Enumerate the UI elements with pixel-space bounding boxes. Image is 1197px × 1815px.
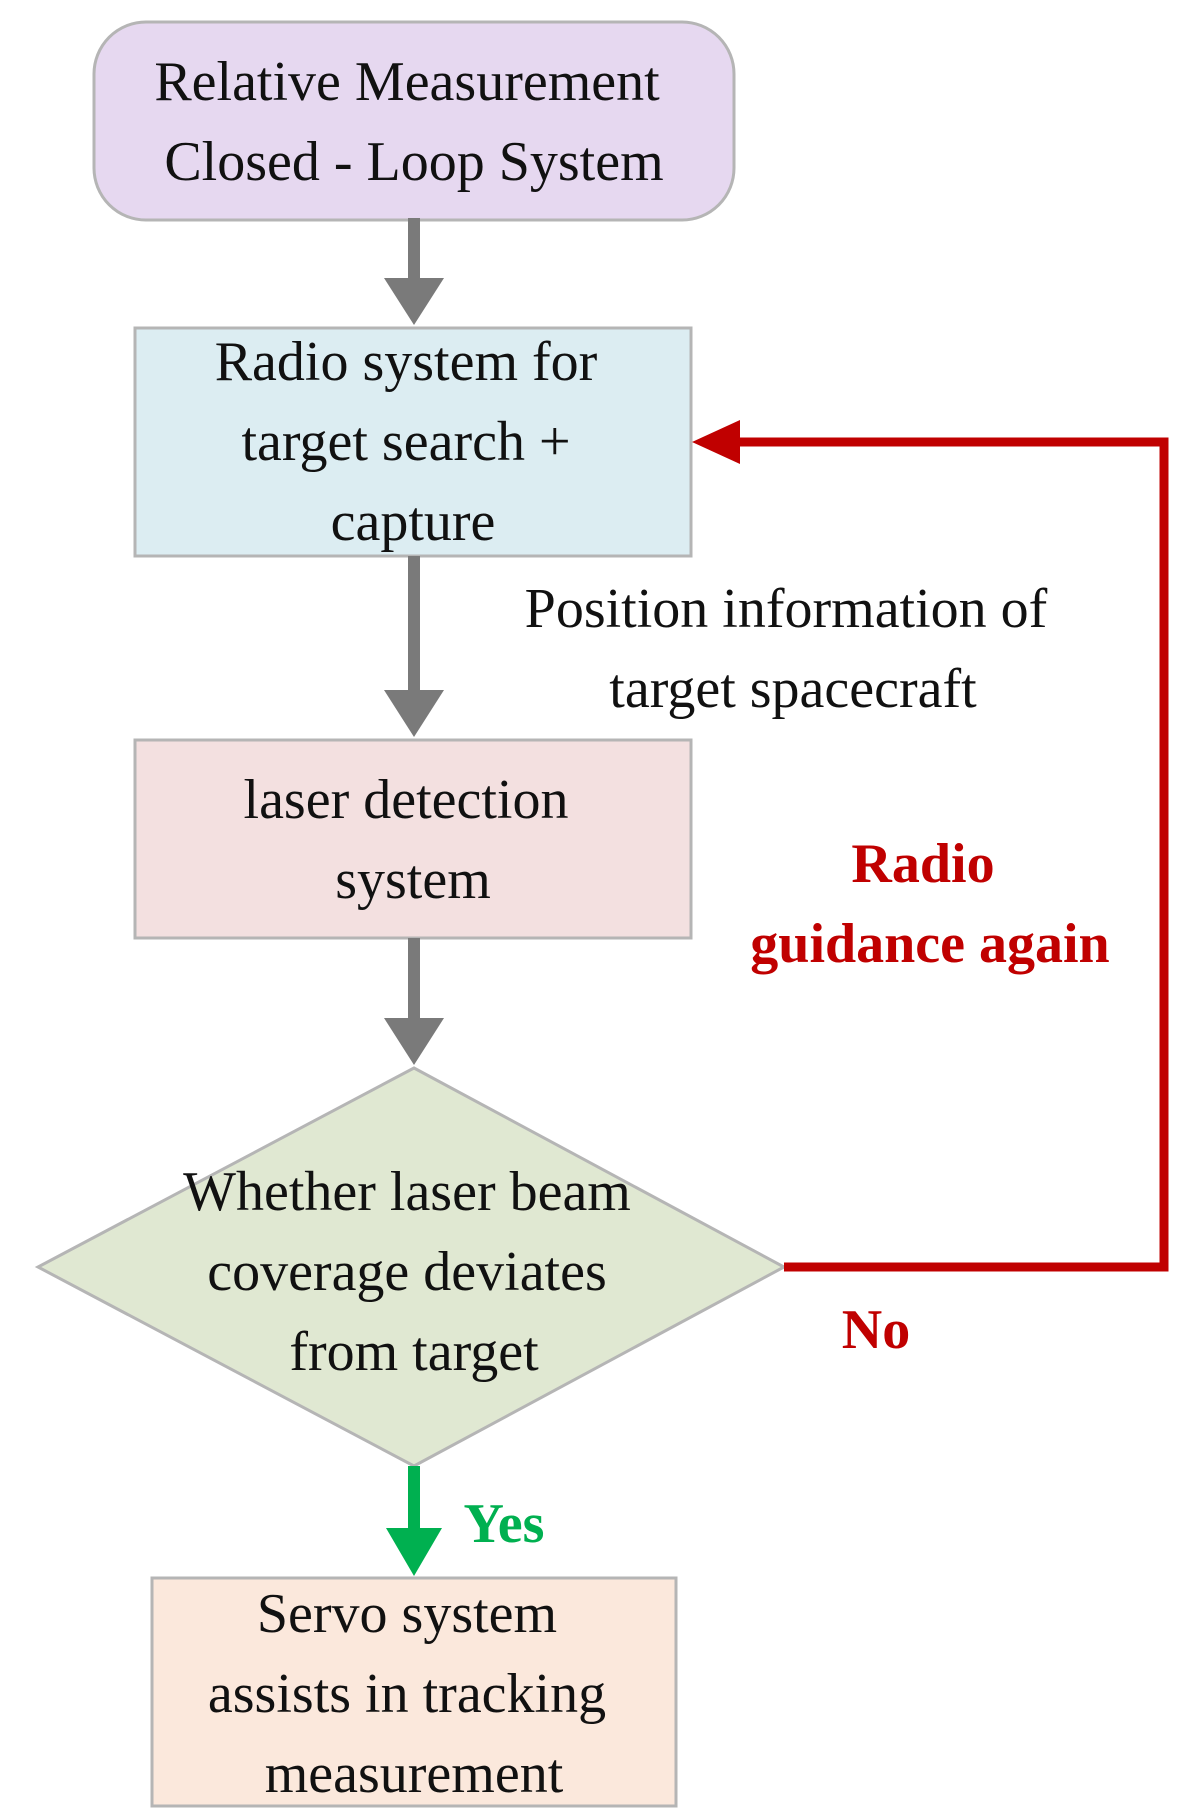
decision-node-line: from target	[289, 1321, 539, 1383]
no-label: No	[842, 1299, 910, 1361]
radio-node-line: capture	[331, 491, 496, 553]
radio-guidance-line: Radio	[851, 833, 994, 895]
position-info-label: Position information of target spacecraf…	[525, 578, 1062, 720]
decision-node-line: Whether laser beam	[183, 1161, 631, 1223]
feedback-loop-line	[738, 437, 1169, 1272]
yes-label: Yes	[464, 1493, 545, 1555]
start-node-text: Relative Measurement Closed - Loop Syste…	[154, 51, 673, 193]
radio-node-line: Radio system for	[215, 331, 598, 393]
feedback-arrow-head	[692, 420, 740, 464]
position-info-line: Position information of	[525, 578, 1048, 640]
start-node-line: Relative Measurement	[154, 51, 660, 113]
laser-detection-node-text: laser detection system	[244, 769, 583, 911]
arrow-head-laser-to-decision	[384, 1018, 444, 1065]
servo-node-line: Servo system	[257, 1583, 557, 1645]
arrow-head-start-to-radio	[384, 278, 444, 325]
servo-node-line: assists in tracking	[208, 1663, 606, 1725]
laser-detection-node	[133, 738, 693, 940]
radio-node-line: target search +	[241, 411, 570, 473]
position-info-line: target spacecraft	[609, 658, 977, 720]
servo-node-line: measurement	[265, 1743, 564, 1805]
radio-system-node	[133, 326, 693, 558]
servo-system-node	[150, 1576, 678, 1808]
radio-guidance-label: Radio guidance again	[750, 833, 1109, 975]
radio-system-node-text: Radio system for target search + capture	[215, 331, 612, 553]
laser-node-line: laser detection	[244, 769, 569, 831]
decision-node-line: coverage deviates	[207, 1241, 607, 1303]
start-node-line: Closed - Loop System	[164, 131, 663, 193]
servo-system-node-text: Servo system assists in tracking measure…	[208, 1583, 620, 1805]
decision-node-text: Whether laser beam coverage deviates fro…	[183, 1161, 645, 1383]
radio-guidance-line: guidance again	[750, 913, 1109, 975]
arrow-head-decision-to-servo	[386, 1528, 442, 1576]
laser-node-line: system	[335, 849, 491, 911]
arrow-head-radio-to-laser	[384, 690, 444, 737]
